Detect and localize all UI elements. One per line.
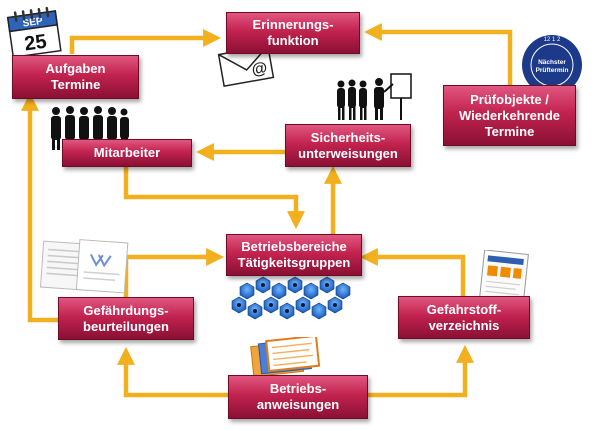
node-mitarbeiter[interactable]: Mitarbeiter <box>62 139 192 167</box>
arrow-aufgaben-erinnerung <box>69 29 222 54</box>
node-betriebsanweisungen[interactable]: Betriebs- anweisungen <box>228 375 368 419</box>
arrow-gefahrstoff-betriebsbereiche <box>359 248 466 296</box>
calendar-day: 25 <box>23 31 48 56</box>
hazardous-substance-sheet-icon <box>479 250 529 302</box>
node-gefaehrdungsbeurteilungen[interactable]: Gefährdungs- beurteilungen <box>58 297 194 340</box>
arrow-mitarbeiter-betriebsbereiche <box>123 167 305 230</box>
svg-text:12 1 2: 12 1 2 <box>544 37 561 43</box>
hazard-assessment-document-icon <box>39 239 129 294</box>
arrow-betriebsanweisungen-gefaehrdung <box>117 346 228 398</box>
node-aufgaben-termine[interactable]: Aufgaben Termine <box>12 55 139 99</box>
activity-hexagon-cluster-icon <box>231 276 351 320</box>
node-betriebsbereiche[interactable]: Betriebsbereiche Tätigkeitsgruppen <box>226 234 362 276</box>
node-erinnerungsfunktion[interactable]: Erinnerungs- funktion <box>226 12 360 54</box>
arrow-betriebsanweisungen-gefahrstoff <box>368 344 474 398</box>
calendar-month: SEP <box>22 16 44 30</box>
svg-text:@: @ <box>250 59 268 78</box>
arrow-gefaehrdung-betriebsbereiche <box>123 248 225 297</box>
training-presentation-icon <box>337 73 412 120</box>
svg-text:Prüftermin: Prüftermin <box>536 67 569 74</box>
arrow-pruefobjekte-erinnerung <box>363 23 513 85</box>
svg-text:Nächster: Nächster <box>538 59 566 66</box>
operating-instructions-sheets-icon <box>250 337 321 377</box>
node-sicherheitsunterweisungen[interactable]: Sicherheits- unterweisungen <box>285 124 411 167</box>
node-gefahrstoffverzeichnis[interactable]: Gefahrstoff- verzeichnis <box>398 296 530 339</box>
email-icon: @ <box>217 45 275 87</box>
calendar-icon: SEP 25 <box>6 6 62 58</box>
arrow-gefaehrdung-aufgaben <box>21 92 58 323</box>
node-pruefobjekte[interactable]: Prüfobjekte / Wiederkehrende Termine <box>443 85 576 146</box>
